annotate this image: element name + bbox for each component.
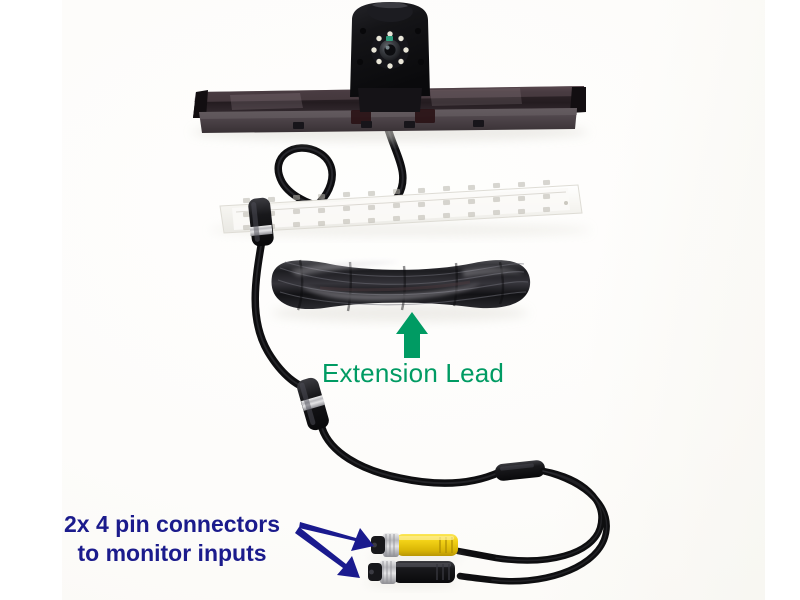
- led-reflector-strip: [210, 179, 590, 237]
- inline-connector-upper: [248, 197, 274, 247]
- cable-splitter-junction: [495, 460, 546, 481]
- connectors-annotation: 2x 4 pin connectors to monitor inputs: [64, 510, 280, 568]
- ir-led-ring: [371, 31, 409, 69]
- yellow-4-pin-connector: [369, 533, 461, 564]
- strip-texture: [242, 179, 551, 231]
- branch-cables: [454, 467, 610, 585]
- connectors-annotation-line1: 2x 4 pin connectors: [64, 511, 281, 537]
- camera-module: [350, 2, 430, 112]
- blue-arrow-to-yellow-connector: [299, 522, 374, 551]
- inline-connector-mid: [297, 377, 329, 431]
- blue-arrow-to-black-connector: [295, 527, 360, 578]
- coiled-extension-lead: [271, 259, 531, 322]
- connectors-annotation-line2: to monitor inputs: [77, 540, 267, 566]
- green-up-arrow: [396, 312, 428, 358]
- extension-lead-annotation: Extension Lead: [322, 358, 505, 388]
- black-4-pin-connector: [366, 560, 458, 588]
